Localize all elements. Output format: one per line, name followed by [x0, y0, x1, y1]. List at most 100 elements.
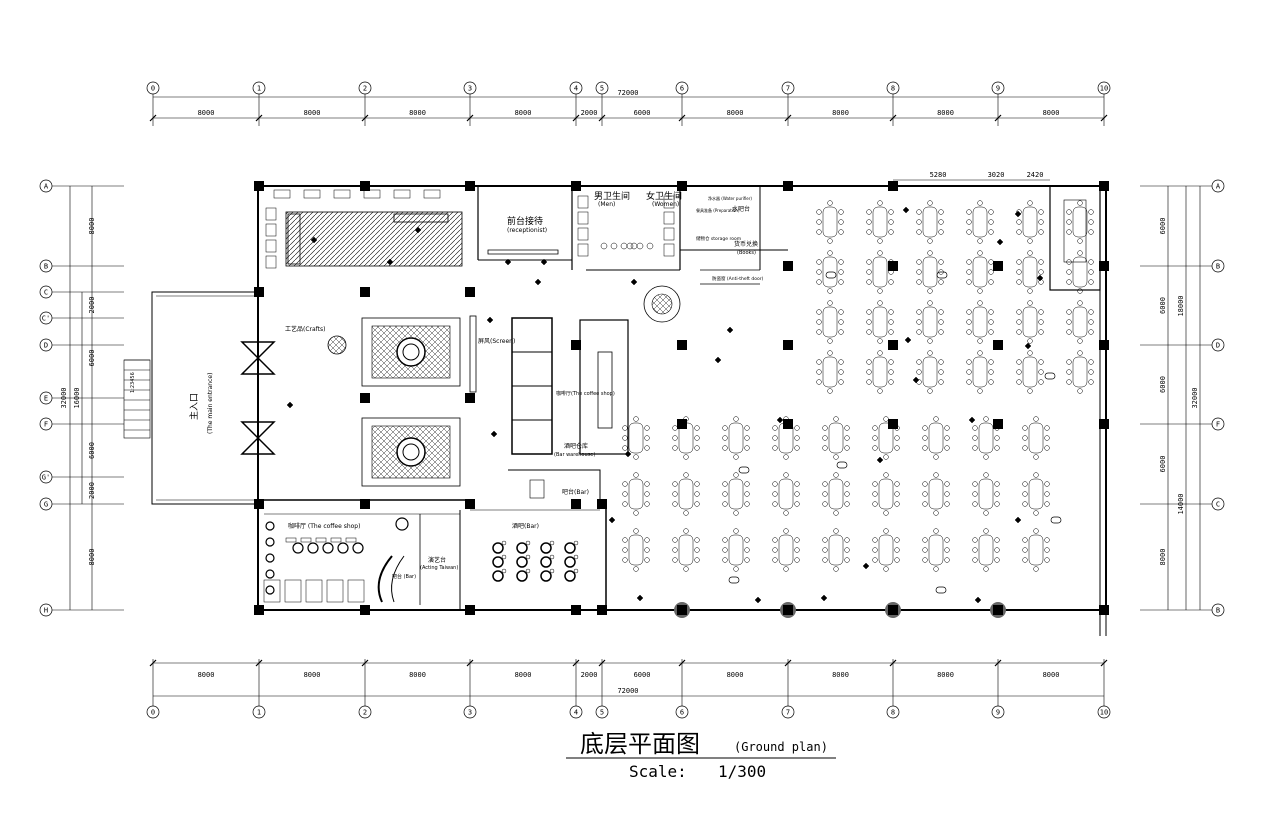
chair [888, 329, 894, 335]
table-top [678, 422, 694, 454]
dining-table [622, 416, 650, 460]
table-top [822, 206, 838, 238]
dining-table [722, 528, 750, 572]
table-top [978, 534, 994, 566]
row-spacing-left: 6000 [88, 350, 96, 367]
column [677, 340, 687, 350]
chair [622, 557, 628, 563]
chair [877, 388, 883, 394]
row-spacing-right: 6000 [1159, 297, 1167, 314]
table-top [1022, 306, 1038, 338]
row-axis-label-right: A [1216, 183, 1221, 191]
entrance-door [240, 421, 276, 455]
chair [844, 557, 850, 563]
plant [286, 401, 294, 409]
chair [838, 209, 844, 215]
chair [916, 309, 922, 315]
chair [744, 537, 750, 543]
plant [630, 278, 638, 286]
table-top [628, 534, 644, 566]
chair [983, 528, 989, 534]
chair [966, 359, 972, 365]
plant [1014, 516, 1022, 524]
chair [794, 537, 800, 543]
chair [972, 425, 978, 431]
chair [966, 369, 972, 375]
column-spacing: 8000 [198, 109, 215, 117]
bar-warehouse-en-label: (Bar warehouse) [554, 452, 595, 458]
chair [994, 435, 1000, 441]
table-top [972, 356, 988, 388]
chair [994, 491, 1000, 497]
column-axis-label: 7 [786, 85, 790, 93]
chair [816, 219, 822, 225]
column-spacing: 8000 [1043, 109, 1060, 117]
crafts-label: 工艺品(Crafts) [285, 325, 326, 333]
chair [722, 557, 728, 563]
bar-table [564, 570, 576, 582]
column-spacing: 8000 [937, 109, 954, 117]
chair [1066, 319, 1072, 325]
chair [872, 425, 878, 431]
table-top [728, 534, 744, 566]
table-top [922, 256, 938, 288]
column [597, 499, 607, 509]
chair [883, 510, 889, 516]
chair [872, 481, 878, 487]
chair [722, 425, 728, 431]
row-spacing-right: 6000 [1159, 218, 1167, 235]
column [677, 181, 687, 191]
table-sign [825, 271, 837, 279]
scale-value: 1/300 [718, 762, 766, 781]
chair [1066, 369, 1072, 375]
chair [722, 501, 728, 507]
chair [1016, 379, 1022, 385]
row-axis-label-left: G [44, 501, 48, 509]
chair [644, 501, 650, 507]
chair [794, 501, 800, 507]
chair [966, 209, 972, 215]
dining-table [922, 528, 950, 572]
table-top [928, 422, 944, 454]
chair [1044, 425, 1050, 431]
chair [816, 379, 822, 385]
chair [1022, 435, 1028, 441]
column-axis-bubble [252, 705, 266, 719]
chair [894, 547, 900, 553]
chair [966, 329, 972, 335]
table-top [828, 422, 844, 454]
booth-seat [326, 579, 344, 603]
coffee-table [307, 542, 319, 554]
row-axis-label-left: F [44, 421, 48, 429]
chair [1088, 359, 1094, 365]
chair [822, 445, 828, 451]
room-labels: 主入口 (The main entrance) 前台接待 (receptioni… [130, 190, 764, 580]
chair [683, 472, 689, 478]
row-axis-label-left: H [44, 607, 48, 615]
chair [977, 238, 983, 244]
chair [844, 501, 850, 507]
chair [822, 435, 828, 441]
column-axis-label: 10 [1100, 709, 1108, 717]
chair [944, 445, 950, 451]
column [888, 261, 898, 271]
stage-curve [377, 555, 393, 603]
women-wc-en-label: (Women) [652, 201, 679, 208]
row-axis-bubble-left [39, 603, 53, 617]
chair [772, 537, 778, 543]
chair [1027, 250, 1033, 256]
chair [1038, 369, 1044, 375]
chair [866, 209, 872, 215]
chair [988, 279, 994, 285]
row-spacing-left: 8000 [88, 549, 96, 566]
column [571, 499, 581, 509]
chair [966, 259, 972, 265]
chair [744, 481, 750, 487]
chair [838, 369, 844, 375]
plant [968, 416, 976, 424]
chair [922, 547, 928, 553]
chair [1033, 472, 1039, 478]
chair [1027, 200, 1033, 206]
chair [827, 250, 833, 256]
dining-table [972, 528, 1000, 572]
